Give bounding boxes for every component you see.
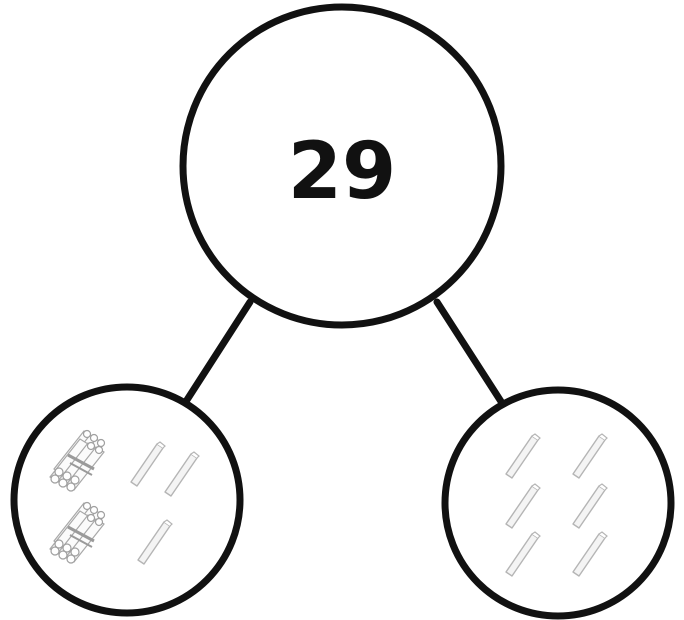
whole-circle: 29 [183, 7, 501, 325]
connector-line-left [185, 302, 250, 403]
whole-value: 29 [288, 127, 397, 217]
connector-line-right [437, 302, 502, 403]
right-part-circle [445, 390, 671, 616]
left-part-circle [14, 387, 240, 613]
